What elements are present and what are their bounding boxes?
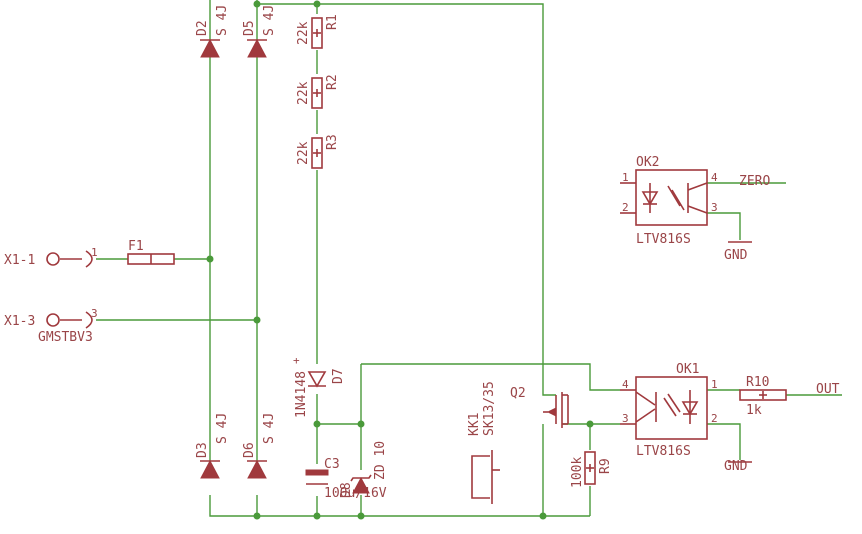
junction-dot	[206, 255, 214, 263]
ok2-pin3: 3	[711, 201, 718, 214]
connector-x1: X1-1 1 X1-3 3 GMSTBV3	[4, 246, 98, 345]
junction-dot	[539, 512, 547, 520]
junctions	[206, 0, 594, 520]
diode-d6-name: D6	[242, 442, 257, 458]
ok2-part: LTV816S	[636, 232, 691, 247]
diode-d6-value: S 4J	[262, 413, 277, 444]
connector-pin3-number: 3	[91, 307, 98, 320]
diode-d7-value: 1N4148	[294, 371, 309, 418]
resistor-r1: 22k R1	[296, 14, 340, 49]
wires	[96, 0, 842, 517]
capacitor-name: C3	[324, 457, 340, 472]
ok2-pin1: 1	[622, 171, 629, 184]
junction-dot	[253, 512, 261, 520]
resistor-r2: 22k R2	[296, 74, 340, 109]
out-net-label: OUT	[816, 382, 840, 397]
junction-dot	[313, 0, 321, 8]
fuse-f1: F1	[127, 239, 175, 265]
diode-d2-value: S 4J	[215, 5, 230, 36]
resistor-r1-name: R1	[325, 14, 340, 30]
connector-pin3-label: X1-3	[4, 314, 35, 329]
junction-dot	[253, 316, 261, 324]
junction-dot	[357, 512, 365, 520]
diode-d7-name: D7	[331, 368, 346, 384]
junction-dot	[586, 420, 594, 428]
diode-d5-value: S 4J	[262, 5, 277, 36]
diode-d7-mark: +	[293, 354, 300, 367]
ok1-pin2: 2	[711, 412, 718, 425]
connector-part-label: GMSTBV3	[38, 330, 93, 345]
ok2-name: OK2	[636, 155, 659, 170]
zener-d8: D8 ZD 10	[339, 441, 388, 498]
resistor-r3-name: R3	[325, 134, 340, 150]
diode-d3-name: D3	[195, 442, 210, 458]
resistor-r9: 100k R9	[570, 451, 613, 488]
mosfet-name: Q2	[510, 386, 526, 401]
resistor-r1-value: 22k	[296, 21, 311, 45]
resistor-r10: R10 1k	[739, 375, 787, 418]
junction-dot	[313, 512, 321, 520]
junction-dot	[313, 420, 321, 428]
connector-pin1-label: X1-1	[4, 253, 35, 268]
diode-d2-name: D2	[195, 20, 210, 36]
ok2-gnd-label: GND	[724, 248, 748, 263]
ok1-gnd-label: GND	[724, 459, 748, 474]
diode-d7: 1N4148 + D7	[293, 354, 346, 418]
resistor-r3: 22k R3	[296, 134, 340, 169]
resistor-r9-value: 100k	[570, 457, 585, 488]
diode-d3-value: S 4J	[215, 413, 230, 444]
mosfet-q2: Q2	[510, 386, 569, 428]
optocoupler-ok2: 1 2 4 3 OK2 LTV816S ZERO GND	[620, 155, 770, 263]
ok2-pin4: 4	[711, 171, 718, 184]
ok1-pin4: 4	[622, 378, 629, 391]
connector-pin1-number: 1	[91, 246, 98, 259]
diode-d5: D5 S 4J	[242, 5, 277, 58]
heatsink-value: SK13/35	[482, 381, 497, 436]
junction-dot	[253, 0, 261, 8]
resistor-r2-value: 22k	[296, 81, 311, 105]
resistor-r9-name: R9	[598, 458, 613, 474]
diode-d6: D6 S 4J	[242, 413, 277, 479]
resistor-r2-name: R2	[325, 74, 340, 90]
diode-d5-name: D5	[242, 20, 257, 36]
zener-d8-name: D8	[339, 482, 354, 498]
ok1-name: OK1	[676, 362, 699, 377]
ok1-pin1: 1	[711, 378, 718, 391]
diode-d2: D2 S 4J	[195, 5, 230, 58]
diode-d3: D3 S 4J	[195, 413, 230, 479]
resistor-r10-name: R10	[746, 375, 769, 390]
heatsink-name: KK1	[467, 413, 482, 436]
ok1-part: LTV816S	[636, 444, 691, 459]
junction-dot	[357, 420, 365, 428]
optocoupler-ok1: 4 3 1 2 OK1 LTV816S GND	[620, 362, 752, 474]
ok2-net-label: ZERO	[739, 174, 770, 189]
fuse-label: F1	[128, 239, 144, 254]
ok1-pin3: 3	[622, 412, 629, 425]
heatsink-kk1: KK1 SK13/35	[467, 381, 500, 504]
zener-d8-value: ZD 10	[373, 441, 388, 480]
ok2-pin2: 2	[622, 201, 629, 214]
resistor-r3-value: 22k	[296, 141, 311, 165]
resistor-r10-value: 1k	[746, 403, 762, 418]
